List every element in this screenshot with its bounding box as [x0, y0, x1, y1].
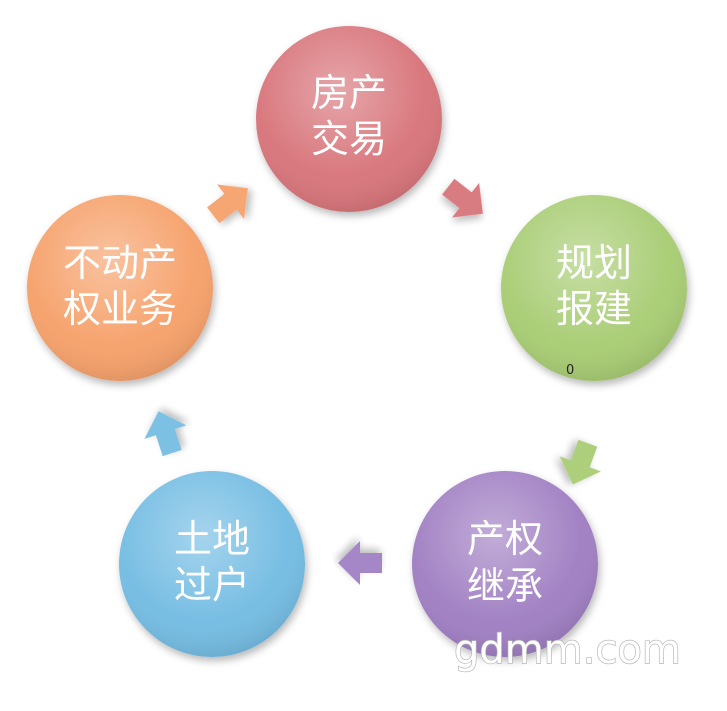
arrow-n3-to-n4	[338, 541, 382, 585]
node-guihua-baojian-line1: 规划	[556, 241, 632, 285]
node-tudi-guohu-line2: 过户	[174, 563, 250, 607]
node-gloss	[119, 471, 305, 657]
arrow-n2-to-n3	[559, 439, 601, 485]
node-tudi-guohu-line1: 土地	[174, 517, 250, 561]
node-gloss	[412, 471, 598, 657]
node-budongchan-quanyewu-line2: 权业务	[63, 287, 177, 331]
arrow-n5-to-n1	[207, 184, 248, 224]
node-budongchan-quanyewu: 不动产 权业务	[27, 195, 213, 381]
node-gloss	[256, 26, 442, 212]
node-fangchan-jiaoyi-line2: 交易	[311, 117, 387, 161]
node-budongchan-quanyewu-line1: 不动产	[63, 241, 177, 285]
watermark: gdmm.com	[454, 627, 681, 673]
node-guihua-baojian: 规划 报建	[501, 195, 687, 381]
node-guihua-baojian-line2: 报建	[556, 287, 632, 331]
arrow-n1-to-n2	[442, 178, 483, 218]
node-chanquan-jicheng-line1: 产权	[467, 517, 543, 561]
stray-mark: 0	[566, 363, 574, 378]
node-chanquan-jicheng: 产权 继承	[412, 471, 598, 657]
arrow-n4-to-n5	[144, 411, 187, 457]
node-gloss	[501, 195, 687, 381]
node-fangchan-jiaoyi-line1: 房产	[311, 71, 387, 115]
node-fangchan-jiaoyi: 房产 交易	[256, 26, 442, 212]
node-gloss	[27, 195, 213, 381]
node-chanquan-jicheng-line2: 继承	[467, 564, 543, 608]
node-tudi-guohu: 土地 过户	[119, 471, 305, 657]
